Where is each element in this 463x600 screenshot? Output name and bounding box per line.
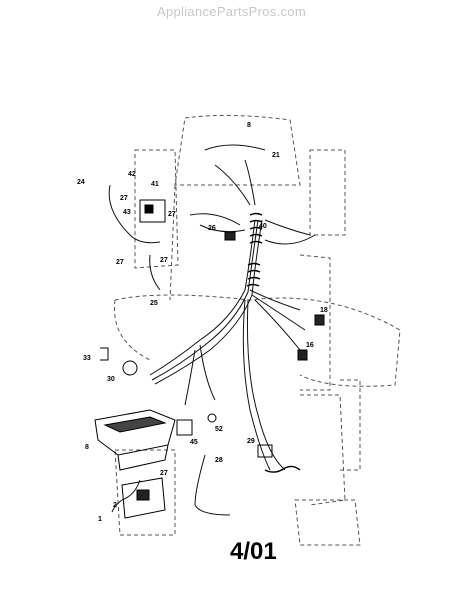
callout-43: 43 [123, 209, 131, 216]
callout-45: 45 [190, 439, 198, 446]
callout-27c: 27 [116, 259, 124, 266]
callout-1: 1 [98, 516, 102, 523]
callout-30: 30 [107, 376, 115, 383]
callout-25: 25 [150, 300, 158, 307]
callout-8-top: 8 [247, 122, 251, 129]
callout-21: 21 [272, 152, 280, 159]
watermark: AppliancePartsPros.com [157, 4, 306, 19]
callout-27a: 27 [120, 195, 128, 202]
callout-29: 29 [247, 438, 255, 445]
callout-42: 42 [128, 171, 136, 178]
callout-2: 2 [113, 502, 117, 509]
page-number: 4/01 [230, 538, 277, 565]
callout-40: 40 [259, 223, 267, 230]
callout-24: 24 [77, 179, 85, 186]
callout-26: 26 [208, 225, 216, 232]
wire-loom [246, 212, 301, 473]
callout-27d: 27 [160, 257, 168, 264]
callout-33: 33 [83, 355, 91, 362]
callout-18: 18 [320, 307, 328, 314]
callout-27b: 27 [168, 211, 176, 218]
callouts: 1 2 8 16 18 21 24 25 26 27 27 27 27 27 2… [77, 122, 328, 523]
callout-41: 41 [151, 181, 159, 188]
wiring-harness [108, 144, 316, 516]
callout-16: 16 [306, 342, 314, 349]
callout-27e: 27 [160, 470, 168, 477]
tractor-outline [113, 114, 401, 546]
callout-28: 28 [215, 457, 223, 464]
components [94, 199, 325, 519]
callout-8: 8 [85, 444, 89, 451]
callout-52: 52 [215, 426, 223, 433]
